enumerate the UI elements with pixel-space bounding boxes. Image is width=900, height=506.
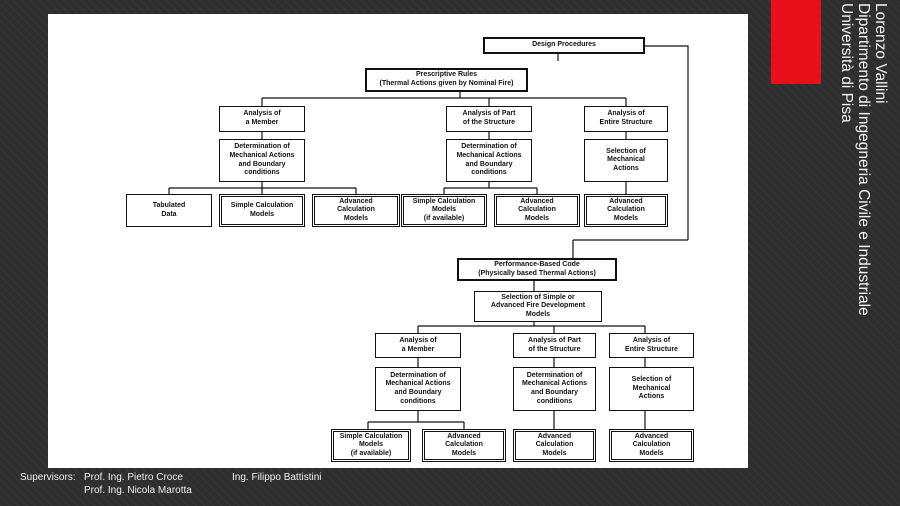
tabulated-data-box: Tabulated Data	[126, 194, 212, 227]
advanced-calc-entire-box: Advanced Calculation Models	[584, 194, 668, 227]
flowchart-connectors	[168, 45, 689, 429]
analysis-entire-box: Analysis of Entire Structure	[584, 106, 668, 132]
supervisor-1: Prof. Ing. Pietro Croce	[84, 472, 183, 483]
determination-member-box: Determination of Mechanical Actions and …	[219, 139, 305, 182]
perf-analysis-part-box: Analysis of Part of the Structure	[513, 333, 596, 358]
author-block: Lorenzo Vallini Dipartimento di Ingegner…	[838, 3, 889, 316]
author-name: Lorenzo Vallini	[872, 3, 889, 104]
supervisor-2: Ing. Filippo Battistini	[232, 472, 322, 483]
flowchart-panel: Design Procedures Prescriptive Rules (Th…	[48, 14, 748, 468]
connector-line	[645, 45, 689, 240]
perf-advanced-calc-part-box: Advanced Calculation Models	[513, 429, 596, 462]
red-accent-bar	[771, 0, 821, 84]
perf-simple-calc-member-box: Simple Calculation Models (if available)	[331, 429, 411, 462]
analysis-member-box: Analysis of a Member	[219, 106, 305, 132]
perf-advanced-calc-member-box: Advanced Calculation Models	[422, 429, 506, 462]
advanced-calc-part-box: Advanced Calculation Models	[494, 194, 580, 227]
perf-determination-member-box: Determination of Mechanical Actions and …	[375, 367, 461, 411]
determination-part-box: Determination of Mechanical Actions and …	[446, 139, 532, 182]
prescriptive-rules-box: Prescriptive Rules (Thermal Actions give…	[365, 68, 528, 92]
perf-analysis-member-box: Analysis of a Member	[375, 333, 461, 358]
performance-code-box: Performance-Based Code (Physically based…	[457, 258, 617, 281]
selection-fire-models-box: Selection of Simple or Advanced Fire Dev…	[474, 291, 602, 322]
simple-calc-member-box: Simple Calculation Models	[219, 194, 305, 227]
design-procedures-box: Design Procedures	[483, 37, 645, 54]
perf-determination-part-box: Determination of Mechanical Actions and …	[513, 367, 596, 411]
supervisor-3: Prof. Ing. Nicola Marotta	[84, 485, 192, 496]
perf-analysis-entire-box: Analysis of Entire Structure	[609, 333, 694, 358]
simple-calc-part-box: Simple Calculation Models (if available)	[401, 194, 487, 227]
perf-advanced-calc-entire-box: Advanced Calculation Models	[609, 429, 694, 462]
author-university: Università di Pisa	[838, 3, 855, 123]
selection-mechanical-box: Selection of Mechanical Actions	[584, 139, 668, 182]
supervisors-label: Supervisors:	[20, 472, 76, 483]
author-department: Dipartimento di Ingegneria Civile e Indu…	[855, 3, 872, 316]
perf-selection-mechanical-box: Selection of Mechanical Actions	[609, 367, 694, 411]
advanced-calc-member-box: Advanced Calculation Models	[312, 194, 400, 227]
analysis-part-box: Analysis of Part of the Structure	[446, 106, 532, 132]
